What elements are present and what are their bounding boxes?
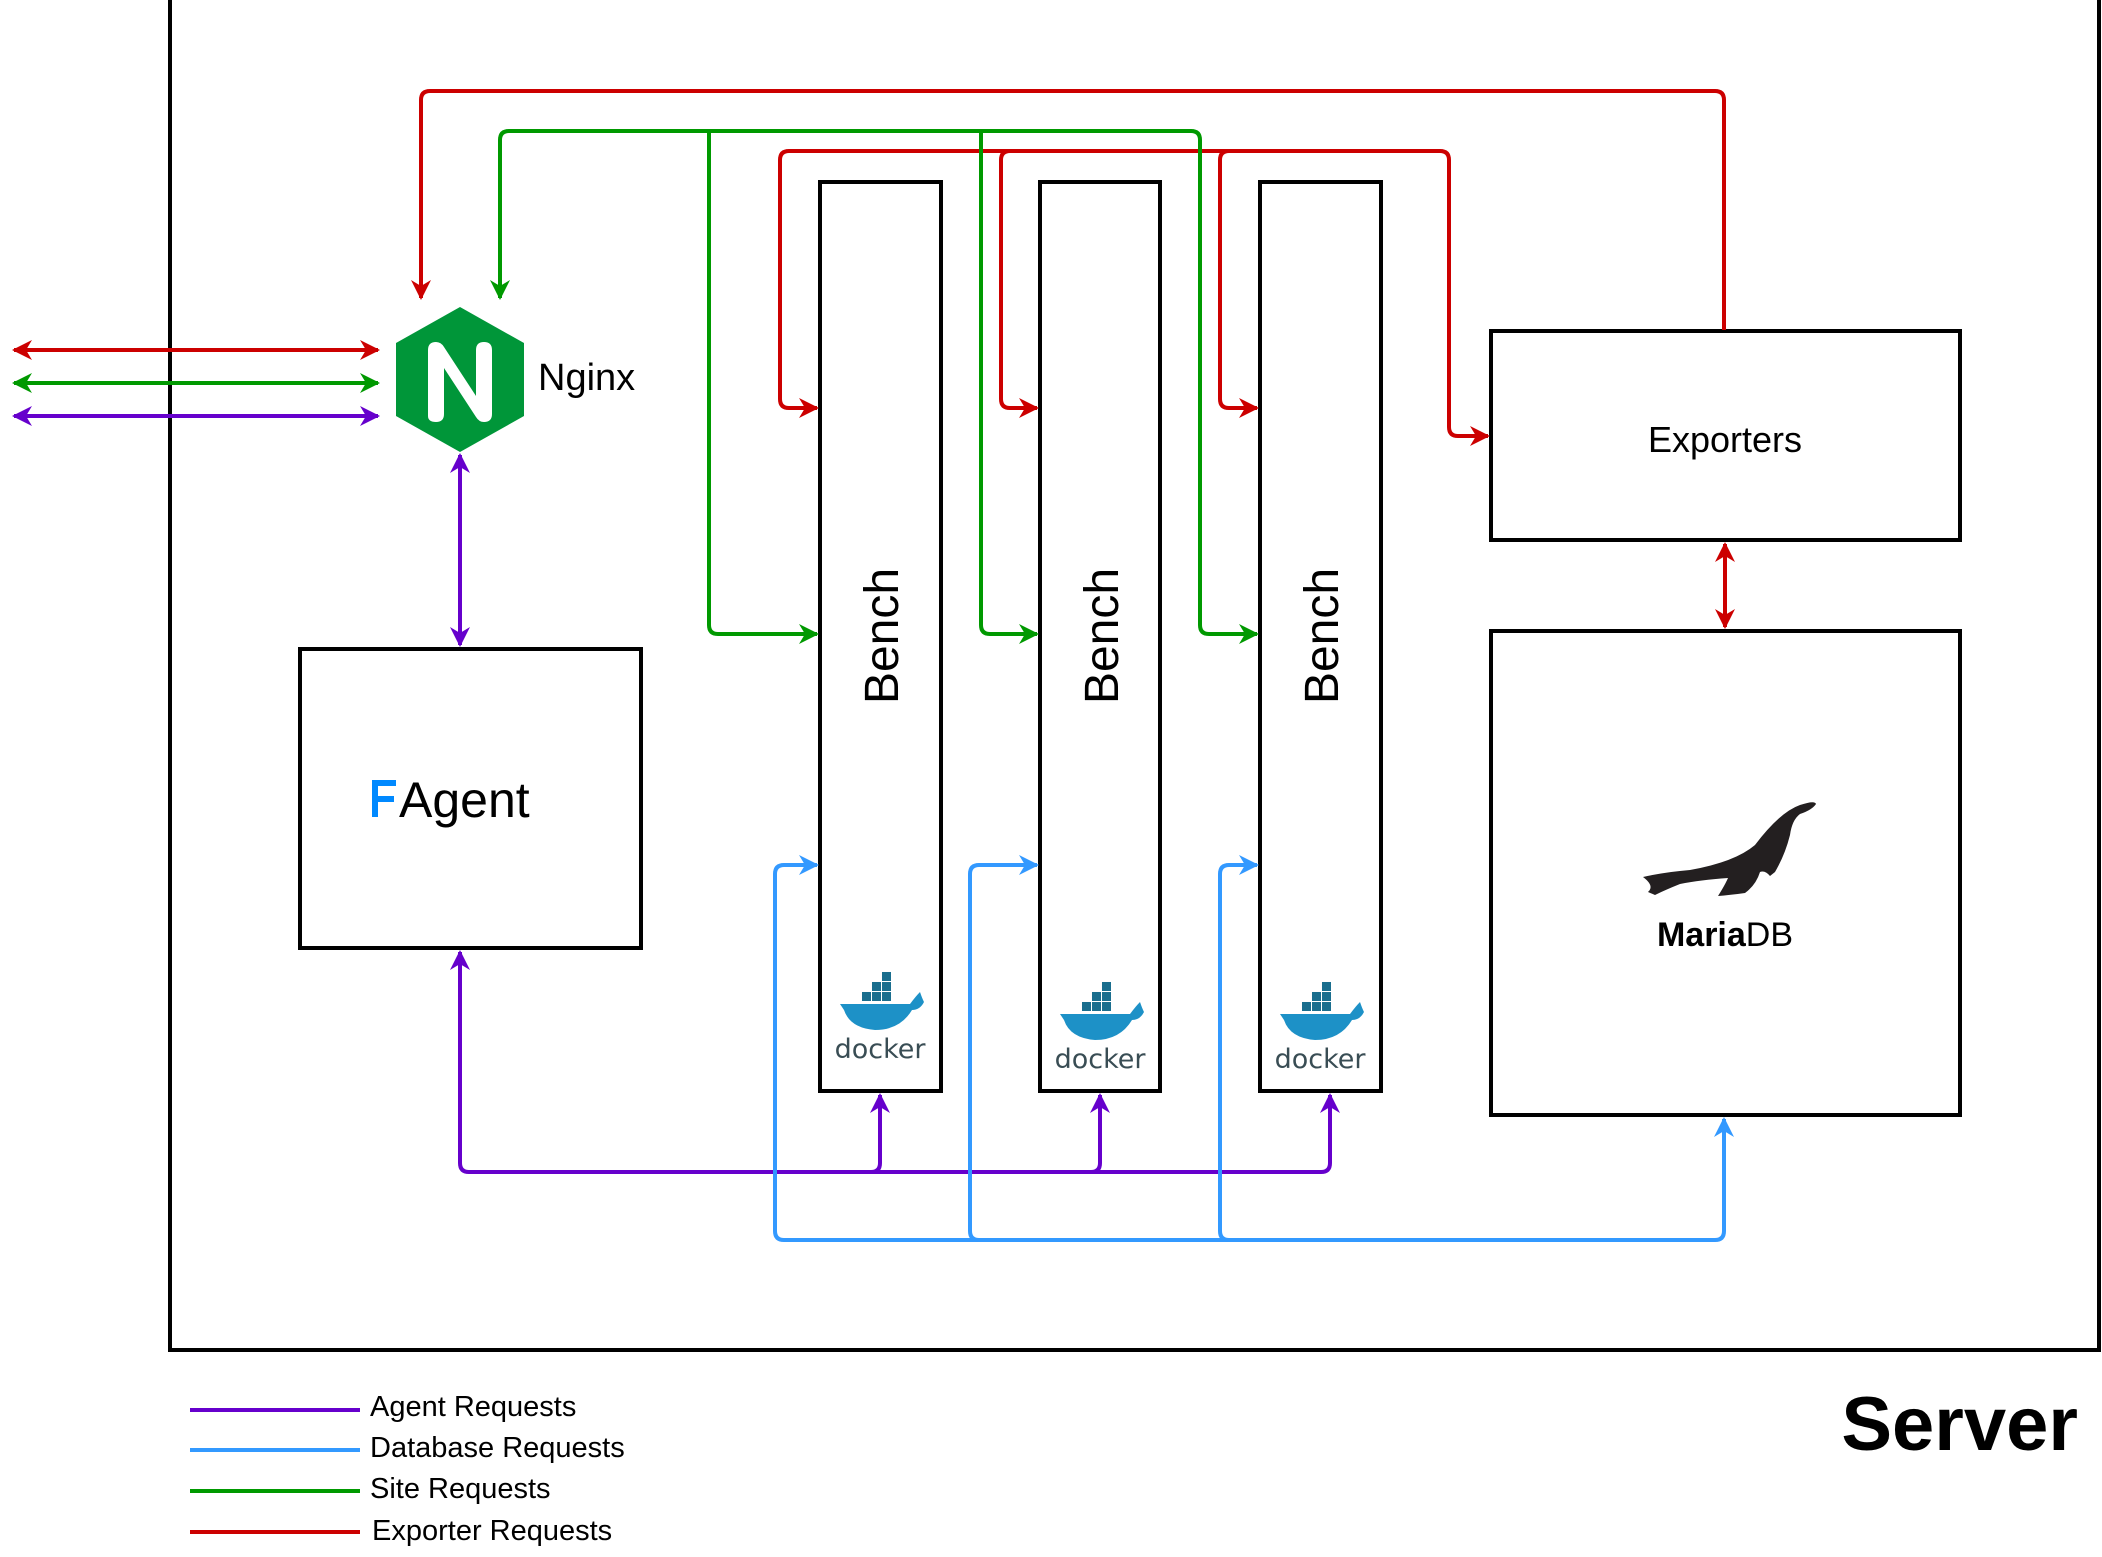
legend-label-database: Database Requests [370,1432,625,1464]
exporters-box[interactable] [1489,329,1962,542]
nginx-label: Nginx [538,357,635,399]
agent-connections [12,406,1340,1174]
agent-label: Agent [399,772,530,828]
site-to-bench-1-line [707,131,819,644]
mariadb-label-light: DB [1746,916,1793,954]
server-frame [168,0,2101,1352]
mariadb-seal-icon [1643,802,1816,896]
bench-box-3[interactable] [1258,180,1383,1093]
bench-label-2: Bench [1076,568,1129,704]
docker-logo-icon: docker [1055,982,1147,1075]
legend-label-agent: Agent Requests [370,1391,576,1423]
mariadb-label-bold: Maria [1657,916,1747,954]
mariadb-label: MariaDB [1657,916,1793,954]
legend-label-site: Site Requests [370,1473,551,1505]
agent-to-bench-2-line [1090,1093,1110,1174]
bench-label-1: Bench [856,568,909,704]
site-to-bench-3-line [1198,140,1259,644]
database-connections [773,855,1734,1242]
bench-box-1[interactable] [818,180,943,1093]
site-bus-line [490,129,1202,300]
nginx-logo-icon[interactable] [396,307,524,452]
exporter-to-bench-2-line [999,149,1039,418]
agent-bus-line [450,950,1332,1174]
legend-label-exporter: Exporter Requests [372,1515,612,1547]
bench-label-3: Bench [1296,568,1349,704]
exporter-connections [12,89,1735,629]
exporters-bus-line [778,149,1451,161]
exporter-to-bench-1-line [778,160,819,418]
docker-wordmark: docker [835,1034,927,1065]
database-to-bench-2-line [968,855,1039,1242]
agent-box[interactable] [298,647,643,950]
agent-to-bench-1-line [870,1093,890,1174]
bench-box-2[interactable] [1038,180,1162,1093]
database-to-bench-1-line [773,855,819,1231]
site-connections [12,129,1259,644]
exporter-to-exporters-line [1447,160,1490,446]
database-to-bench-3-line [1218,855,1259,1242]
exporter-to-bench-3-line [1218,149,1259,418]
server-title: Server [1841,1382,2078,1467]
exporters-to-nginx-line [411,89,1726,330]
database-bus-line [773,1117,1734,1242]
docker-logo-icon: docker [1275,982,1367,1075]
legend: Agent Requests Database Requests Site Re… [190,1391,625,1547]
frappe-logo-icon [372,780,396,817]
docker-wordmark: docker [1055,1044,1147,1075]
docker-wordmark: docker [1275,1044,1367,1075]
site-to-bench-2-line [979,131,1039,644]
exporters-label: Exporters [1648,419,1802,460]
docker-logo-icon: docker [835,972,927,1065]
